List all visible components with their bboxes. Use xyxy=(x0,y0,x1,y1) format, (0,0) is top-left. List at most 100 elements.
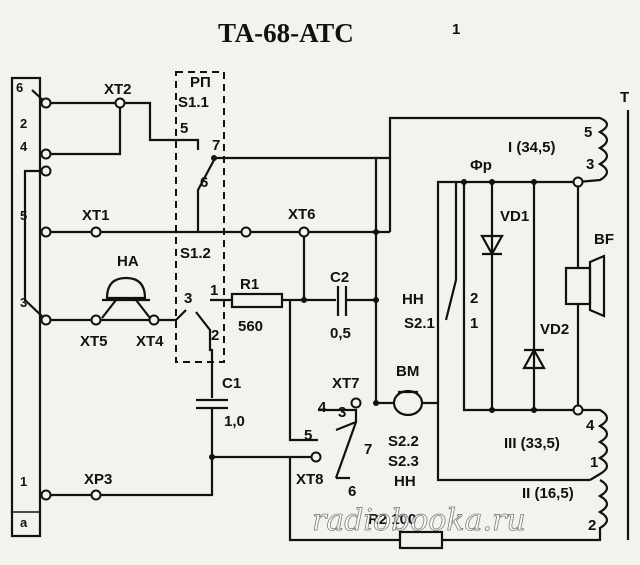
winding-3-pin4: 4 xyxy=(586,417,595,434)
vd2-label: VD2 xyxy=(540,321,569,338)
xt1-label: XT1 xyxy=(82,207,110,224)
hook-nn-upper: НН xyxy=(402,291,424,308)
junction-fr xyxy=(461,179,467,185)
s22-pin3: 3 xyxy=(338,404,346,421)
xt6-label: XT6 xyxy=(288,206,316,223)
vd1-label: VD1 xyxy=(500,208,529,225)
relay-pin7: 7 xyxy=(212,137,220,154)
relay-pin2: 2 xyxy=(211,327,219,344)
terminal-pin2 xyxy=(40,148,52,160)
bf-horn xyxy=(588,254,606,318)
relay-pin3: 3 xyxy=(184,290,192,307)
winding-2-pin2: 2 xyxy=(588,517,596,534)
junction-vd1-top xyxy=(489,179,495,185)
terminal-xp3 xyxy=(90,489,102,501)
wire-xt2-relay xyxy=(120,101,200,150)
wire-pin6-loop xyxy=(40,101,122,156)
r1-label: R1 xyxy=(240,276,259,293)
winding-1-pin5: 5 xyxy=(584,124,592,141)
junction-vd2-bottom xyxy=(531,407,537,413)
connector-pin-5: 5 xyxy=(20,208,27,223)
xt2-label: XT2 xyxy=(104,81,132,98)
junction-xt6-bus xyxy=(373,229,379,235)
terminal-pin3 xyxy=(40,314,52,326)
relay-pin6: 6 xyxy=(200,174,208,191)
s22-contact xyxy=(318,408,358,479)
junction-relay-pin7 xyxy=(211,155,217,161)
connector-block xyxy=(10,76,42,538)
junction-mic xyxy=(373,400,379,406)
s22-pin4: 4 xyxy=(318,399,327,416)
relay-pin5: 5 xyxy=(180,120,188,137)
terminal-winding3 xyxy=(572,404,584,416)
connector-pin-3: 3 xyxy=(20,295,27,310)
s23-label: S2.3 xyxy=(388,453,419,470)
terminal-xt4 xyxy=(148,314,160,326)
c2-label: C2 xyxy=(330,269,349,286)
c1-label: C1 xyxy=(222,375,241,392)
xt8-label: XT8 xyxy=(296,471,324,488)
relay-s11-blade xyxy=(196,159,215,200)
c1-value: 1,0 xyxy=(224,413,245,430)
connector-pins: 6 2 4 5 3 1 а xyxy=(12,80,40,530)
terminal-pin4 xyxy=(40,165,52,177)
terminal-pin5 xyxy=(40,226,52,238)
wire-xt5-row xyxy=(46,309,187,322)
junction-vd1-bottom xyxy=(489,407,495,413)
relay-s12-blade xyxy=(195,311,214,398)
diagram-title: ТА-68-АТС xyxy=(218,18,354,48)
s21-pin1: 1 xyxy=(470,315,478,332)
s23-blade xyxy=(335,420,357,432)
s21-blade xyxy=(444,182,458,321)
winding-3-label: III (33,5) xyxy=(504,435,560,452)
terminal-winding1 xyxy=(572,176,584,188)
xt4-label: XT4 xyxy=(136,333,164,350)
relay-s11-label: S1.1 xyxy=(178,94,209,111)
terminal-xt5 xyxy=(90,314,102,326)
junction-c2 xyxy=(373,297,379,303)
terminals xyxy=(40,97,584,501)
wire-r2-left xyxy=(288,457,400,542)
connector-pin-1: 1 xyxy=(20,474,27,489)
ringer-bell-symbol xyxy=(105,276,147,300)
vd2-diode xyxy=(522,347,546,370)
mic-label: ВМ xyxy=(396,363,419,380)
xt7-label: XT7 xyxy=(332,375,360,392)
winding-1-label: I (34,5) xyxy=(508,139,556,156)
winding-2-coil xyxy=(442,479,609,542)
winding-1-pin3: 3 xyxy=(586,156,594,173)
wire-xp3-row xyxy=(46,455,316,497)
junction-dots xyxy=(209,155,537,460)
relay-name: РП xyxy=(190,74,211,91)
s23-pin6: 6 xyxy=(348,483,356,500)
wire-pin4-to-pin3 xyxy=(23,169,47,321)
terminal-s12-a xyxy=(240,226,252,238)
r1-resistor xyxy=(230,292,284,309)
junction-vd2-top xyxy=(531,179,537,185)
wire-xt6-down xyxy=(288,232,318,442)
terminal-pin6 xyxy=(40,97,52,109)
s21-label: S2.1 xyxy=(404,315,435,332)
winding-3-pin1: 1 xyxy=(590,454,598,471)
wire-s21-return xyxy=(462,182,580,412)
r1-value: 560 xyxy=(238,318,263,335)
terminal-xt6 xyxy=(298,226,310,238)
junction-c1 xyxy=(209,454,215,460)
wire-top-loop xyxy=(388,116,580,232)
relay-s12-label: S1.2 xyxy=(180,245,211,262)
terminal-pin1 xyxy=(40,489,52,501)
c2-value: 0,5 xyxy=(330,325,351,342)
terminal-xt1 xyxy=(90,226,102,238)
connector-pin-6: 6 xyxy=(16,80,23,95)
mic-symbol xyxy=(392,389,424,417)
ringer-label: НА xyxy=(117,253,139,270)
r2-label: R2 100 xyxy=(368,511,416,528)
s23-pin7: 7 xyxy=(364,441,372,458)
s22-label: S2.2 xyxy=(388,433,419,450)
bf-receiver xyxy=(564,266,592,306)
ringer-leads xyxy=(101,299,151,319)
transformer-name: T xyxy=(620,89,629,106)
connector-pin-2: 2 xyxy=(20,116,27,131)
winding-1-coil xyxy=(577,116,609,184)
